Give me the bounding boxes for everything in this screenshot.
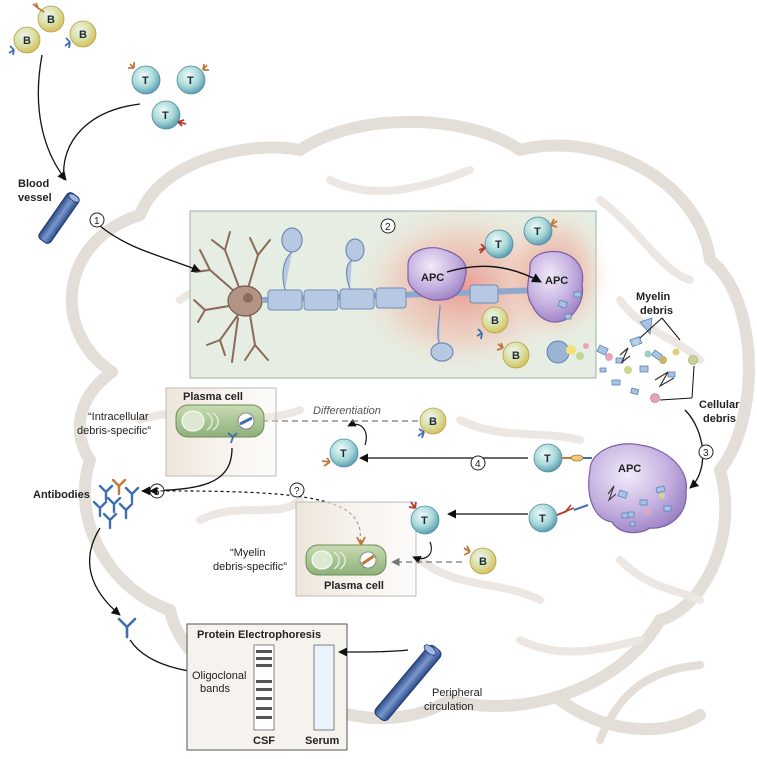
entry-arrow [99, 225, 201, 273]
svg-text:B: B [47, 14, 55, 26]
t-cell: T [128, 62, 161, 95]
antibodies-label: Antibodies [33, 489, 90, 501]
question-marker: ? [289, 482, 305, 498]
svg-text:B: B [79, 29, 87, 41]
plasma-cell [305, 536, 387, 576]
apc-label-2: APC [545, 275, 568, 287]
myelin-debris-label-1: Myelin [636, 291, 671, 303]
svg-text:T: T [534, 226, 541, 238]
antibody-single [117, 617, 137, 639]
t-cell: T [321, 438, 359, 468]
svg-text:T: T [495, 239, 502, 251]
svg-text:2: 2 [385, 222, 391, 233]
svg-text:B: B [429, 416, 437, 428]
plasma-cell-label-2: Plasma cell [324, 580, 384, 592]
neuron [193, 231, 271, 363]
activation-arrow-2 [412, 541, 432, 564]
oligoclonal-label-1: Oligoclonal [192, 670, 246, 682]
svg-text:T: T [421, 515, 428, 527]
myelin-debris-label-2: debris [640, 305, 673, 317]
svg-text:T: T [142, 75, 149, 87]
myelin-debris-pointer [639, 317, 681, 341]
t-cell: T [151, 100, 187, 130]
myelinated-axon [261, 227, 541, 362]
t-cell: T [408, 501, 440, 535]
step-marker-3: 3 [698, 444, 714, 460]
svg-text:4: 4 [475, 459, 481, 470]
b-cell: B [463, 545, 497, 575]
serum-lane [313, 644, 335, 731]
csf-label: CSF [253, 735, 275, 747]
b-cell: B [476, 306, 509, 340]
svg-text:B: B [479, 556, 487, 568]
free-debris [621, 512, 636, 527]
step-marker-2: 2 [380, 218, 396, 234]
svg-text:T: T [340, 448, 347, 460]
antibodies-cluster [92, 478, 140, 530]
t-cell: T [528, 503, 589, 533]
step-marker-1: 1 [89, 212, 105, 228]
svg-text:3: 3 [703, 448, 709, 459]
peripheral-label-1: Peripheral [432, 687, 482, 699]
antigen-transfer-arrow [446, 265, 542, 283]
axon-fragment [546, 340, 589, 364]
intracellular-label-2: debris-specific” [77, 425, 151, 437]
antibody-flow-arrow [88, 527, 121, 616]
brain-outline [65, 115, 755, 744]
cellular-debris-pointer [659, 365, 695, 401]
apc-label: APC [421, 272, 444, 284]
plasma-cell-label-1: Plasma cell [183, 391, 243, 403]
electrophoresis-title: Protein Electrophoresis [197, 629, 321, 641]
myelin-specific-label-1: “Myelin [230, 547, 265, 559]
cellular-debris-label-2: debris [703, 413, 736, 425]
apc-cell: APC [407, 247, 467, 301]
svg-text:T: T [544, 453, 551, 465]
b-cell: B [8, 26, 41, 56]
svg-text:T: T [187, 75, 194, 87]
myelin-specific-label-2: debris-specific” [213, 561, 287, 573]
activation-arrow [347, 418, 367, 446]
b-cell: B [417, 407, 447, 439]
step-marker-4: 4 [470, 455, 486, 471]
t-cell: T [533, 443, 592, 473]
csf-lane [253, 644, 275, 731]
svg-text:T: T [539, 513, 546, 525]
svg-text:B: B [491, 315, 499, 327]
blood-vessel-label-2: vessel [18, 192, 52, 204]
b-cell-migration-arrow [37, 54, 67, 181]
apc-cell-active: APC [527, 250, 584, 323]
svg-text:B: B [23, 35, 31, 47]
blood-vessel-label-1: Blood [18, 178, 49, 190]
svg-text:?: ? [294, 486, 300, 497]
apc-label-3: APC [618, 463, 641, 475]
svg-text:5: 5 [154, 487, 160, 498]
t-cell: T [523, 216, 558, 246]
differentiation-label: Differentiation [313, 405, 381, 417]
svg-text:1: 1 [94, 216, 100, 227]
svg-text:T: T [162, 110, 169, 122]
oligoclonal-label-2: bands [200, 683, 230, 695]
b-cell: B [496, 341, 530, 369]
t-cell: T [478, 229, 514, 259]
apc-cell-debris-laden: APC [588, 443, 687, 534]
b-cell: B [32, 2, 65, 33]
serum-arrow [338, 647, 409, 657]
cellular-debris-label-1: Cellular [699, 399, 740, 411]
plasma-cell [175, 404, 265, 444]
t-cell: T [176, 63, 209, 95]
serum-label: Serum [305, 735, 339, 747]
svg-text:B: B [512, 350, 520, 362]
t-cell-migration-line [63, 103, 141, 181]
blood-vessel [38, 192, 80, 244]
debris-cloud [596, 317, 698, 403]
peripheral-vessel [374, 644, 442, 722]
peripheral-label-2: circulation [424, 701, 474, 713]
intracellular-label-1: “Intracellular [88, 411, 149, 423]
b-cell: B [64, 20, 97, 49]
